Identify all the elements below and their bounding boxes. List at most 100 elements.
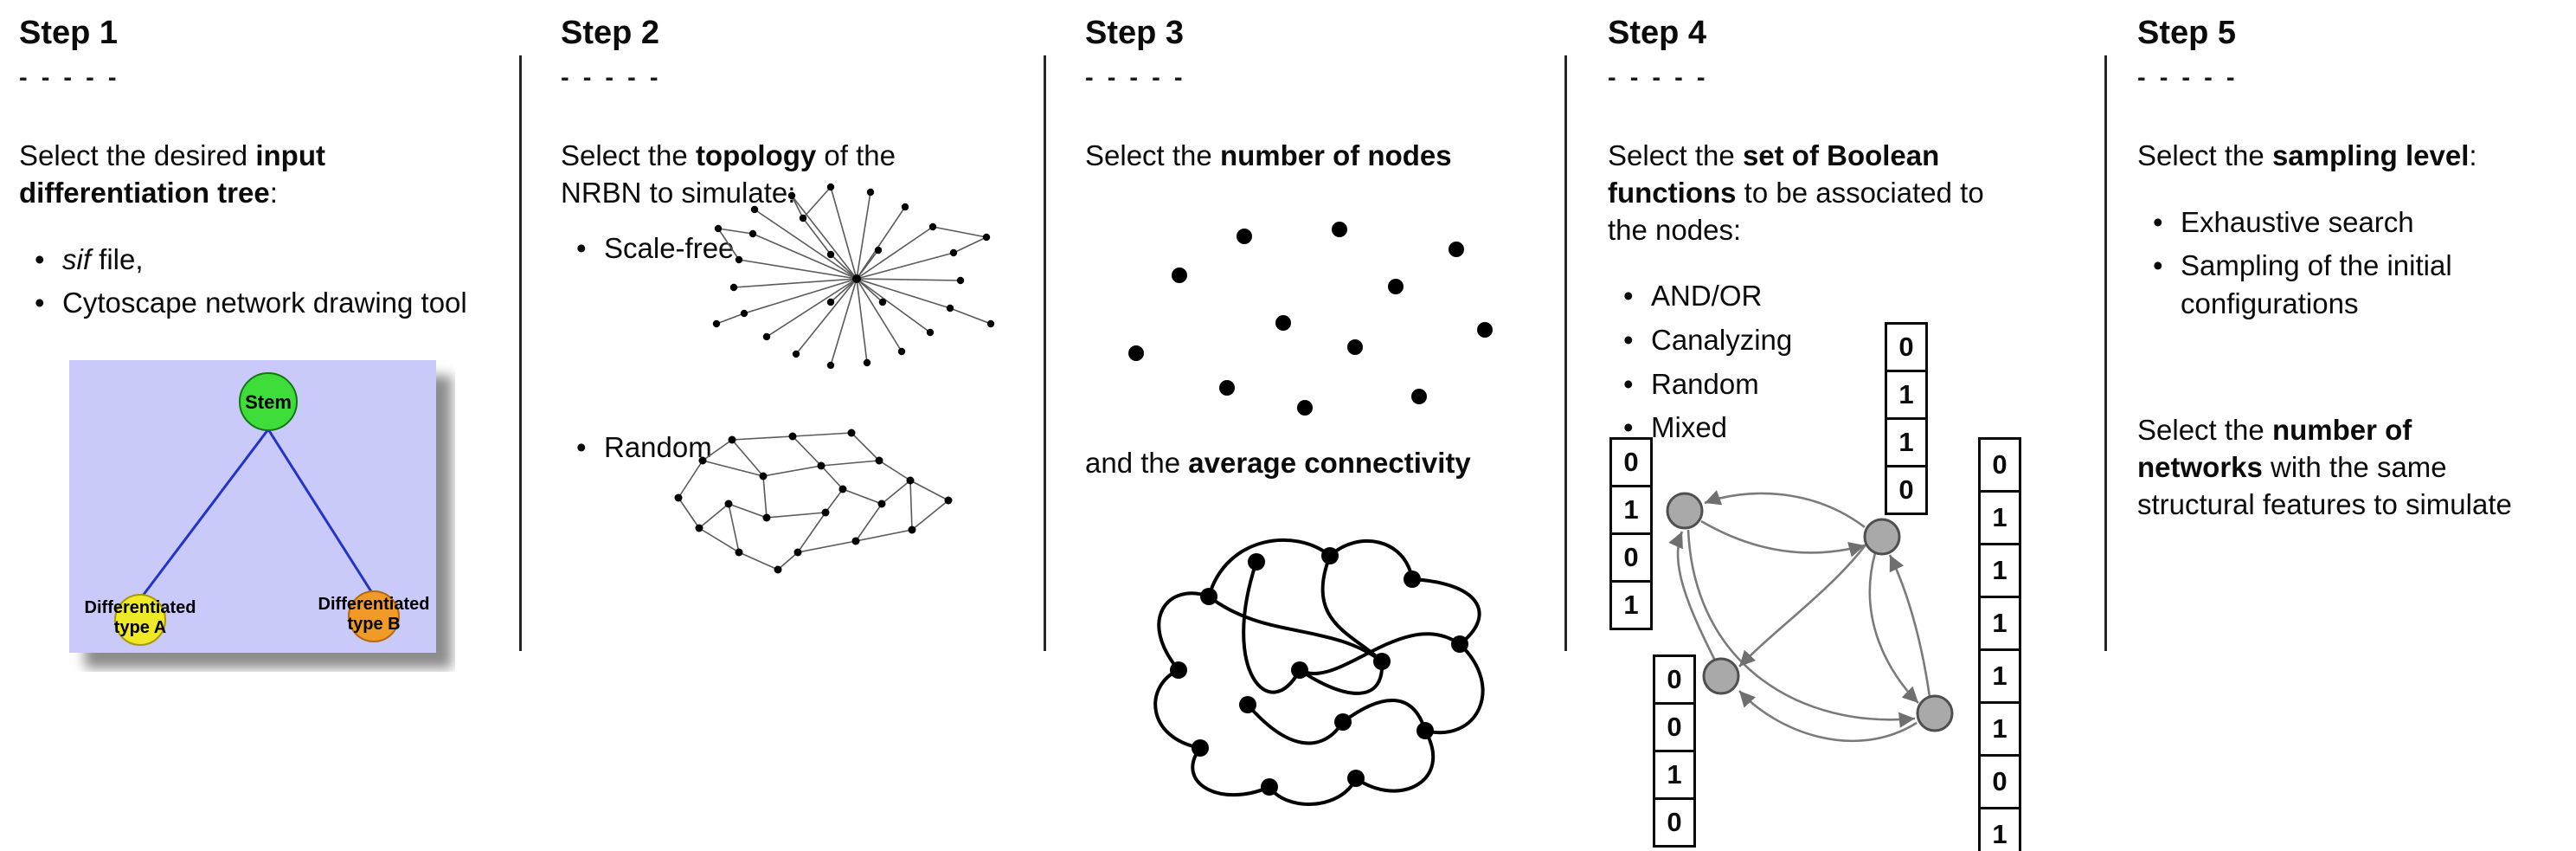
step-divider-dashes: - - - - - [19,63,120,92]
intro-bold-text: input differentiation tree [19,139,325,209]
truth-table-top: 0 1 1 0 [1885,322,1928,515]
step-1-title: Step 1 [19,15,119,51]
intro-text: : [269,176,278,209]
truth-table-cell: 1 [1978,807,2021,851]
bullet-label: Mixed [1651,411,1728,444]
boolean-node [1666,492,1704,530]
intro-text: Select the [2137,139,2272,171]
bullet-label: Cytoscape network drawing tool [62,287,467,319]
intro-bold-text: set of Boolean functions [1608,139,1940,209]
truth-table-cell: 0 [1653,654,1696,705]
intro-text: to be associated to the nodes: [1608,176,1984,246]
bullet-italic-text: sif [62,242,91,275]
random-network-figure [674,429,953,574]
step-5-title: Step 5 [2137,15,2237,51]
paragraph-text: with the same structural features to sim… [2137,451,2512,521]
bullet-icon: • [576,232,587,264]
truth-table-cell: 1 [1978,543,2021,598]
boolean-node [1702,657,1740,695]
connectivity-network-figure [1153,538,1485,806]
boolean-node [1916,694,1954,732]
intro-text: and the [1085,446,1189,479]
intro-bold-text: average connectivity [1188,446,1471,479]
bullet-label: Random [1651,367,1759,400]
truth-table-cell: 1 [1885,417,1928,467]
step-4-title: Step 4 [1608,15,1707,51]
bullet-and-or: •AND/OR [1608,277,2097,315]
differentiation-tree-svg: Stem Differentiated type A Differentiate… [69,359,452,668]
truth-table-cell: 0 [1885,465,1928,515]
step-divider-dashes: - - - - - [1608,63,1709,92]
truth-table-cell: 1 [1609,580,1653,630]
bullet-initial-configurations: •Sampling of the initial configurations [2137,247,2574,322]
intro-text: Select the [561,139,696,171]
type-b-label-line1: Differentiated [318,595,430,614]
truth-table-cell: 1 [1978,490,2021,545]
bullet-canalyzing: •Canalyzing [1608,321,2097,359]
column-divider [2104,55,2107,651]
step-3-column: Step 3 - - - - - Select the number of no… [1085,15,1558,817]
step-4-intro: Select the set of Boolean functions to b… [1608,138,2023,249]
step-5-column: Step 5 - - - - - Select the sampling lev… [2137,15,2574,552]
bullet-icon: • [35,242,45,275]
bullet-cytoscape: • Cytoscape network drawing tool [19,284,504,322]
bullet-icon: • [1623,411,1634,444]
truth-table-cell: 0 [1653,797,1696,848]
tree-edge-right [267,428,376,596]
bullet-exhaustive-search: •Exhaustive search [2137,203,2574,242]
stem-node-label: Stem [245,391,292,413]
bullet-random-functions: • Random [1608,365,2097,403]
bullet-icon: • [1623,324,1634,357]
bullet-icon: • [35,287,45,319]
intro-text: Select the [1608,139,1743,171]
truth-table-cell: 1 [1885,370,1928,420]
column-divider [1044,55,1046,651]
differentiated-type-a-node [114,593,166,646]
step-4-bullet-list: •AND/OR •Canalyzing • Random • Mixed [1608,277,2097,446]
boolean-node [1863,518,1901,556]
step-1-intro: Select the desired input differentiation… [19,138,391,212]
bullet-icon: • [576,431,587,463]
boolean-network-figure [1666,490,1954,743]
step-5-networks-paragraph: Select the number of networks with the s… [2137,412,2540,524]
intro-bold-text: topology [695,139,817,171]
bullet-icon: • [1623,280,1634,313]
bullet-random: • Random [561,429,712,467]
tree-edge-left [138,428,270,600]
step-divider-dashes: - - - - - [2137,63,2239,92]
truth-table-cell: 0 [1978,754,2021,809]
step-3-title: Step 3 [1085,15,1185,51]
bullet-mixed: • Mixed [1608,409,2097,447]
bullet-icon: • [2153,249,2163,282]
differentiated-type-b-node [348,590,400,642]
bullet-label: Random [604,431,712,463]
step-5-intro: Select the sampling level: [2137,138,2574,175]
bullet-icon: • [1623,367,1634,400]
nodes-scatter-figure [1128,221,1493,416]
truth-table-bottom-left: 0 0 1 0 [1653,654,1696,848]
column-divider [1564,55,1567,651]
type-a-label-line1: Differentiated [85,598,196,617]
truth-table-cell: 1 [1653,750,1696,800]
intro-text: Select the [1085,139,1220,171]
step-2-title: Step 2 [561,15,660,51]
truth-table-cell: 1 [1978,701,2021,757]
truth-table-cell: 0 [1978,437,2021,493]
type-b-label-line2: type B [347,615,400,634]
intro-bold-text: sampling level [2271,139,2470,171]
bullet-label: Exhaustive search [2181,205,2414,238]
intro-text: of the NRBN to simulate: [561,139,896,209]
truth-table-left: 0 1 0 1 [1609,437,1653,630]
step-divider-dashes: - - - - - [1085,63,1186,92]
type-a-label-line2: type A [114,618,166,637]
column-divider [519,55,522,651]
intro-text: Select the desired [19,139,256,171]
paragraph-text: Select the [2137,414,2272,447]
bullet-label: sif file, [62,241,504,279]
intro-bold-text: number of nodes [1219,139,1452,171]
truth-table-cell: 1 [1978,596,2021,651]
step-2-intro: Select the topology of the NRBN to simul… [561,138,941,212]
scale-free-network-figure [712,183,995,370]
truth-table-cell: 1 [1609,485,1653,535]
